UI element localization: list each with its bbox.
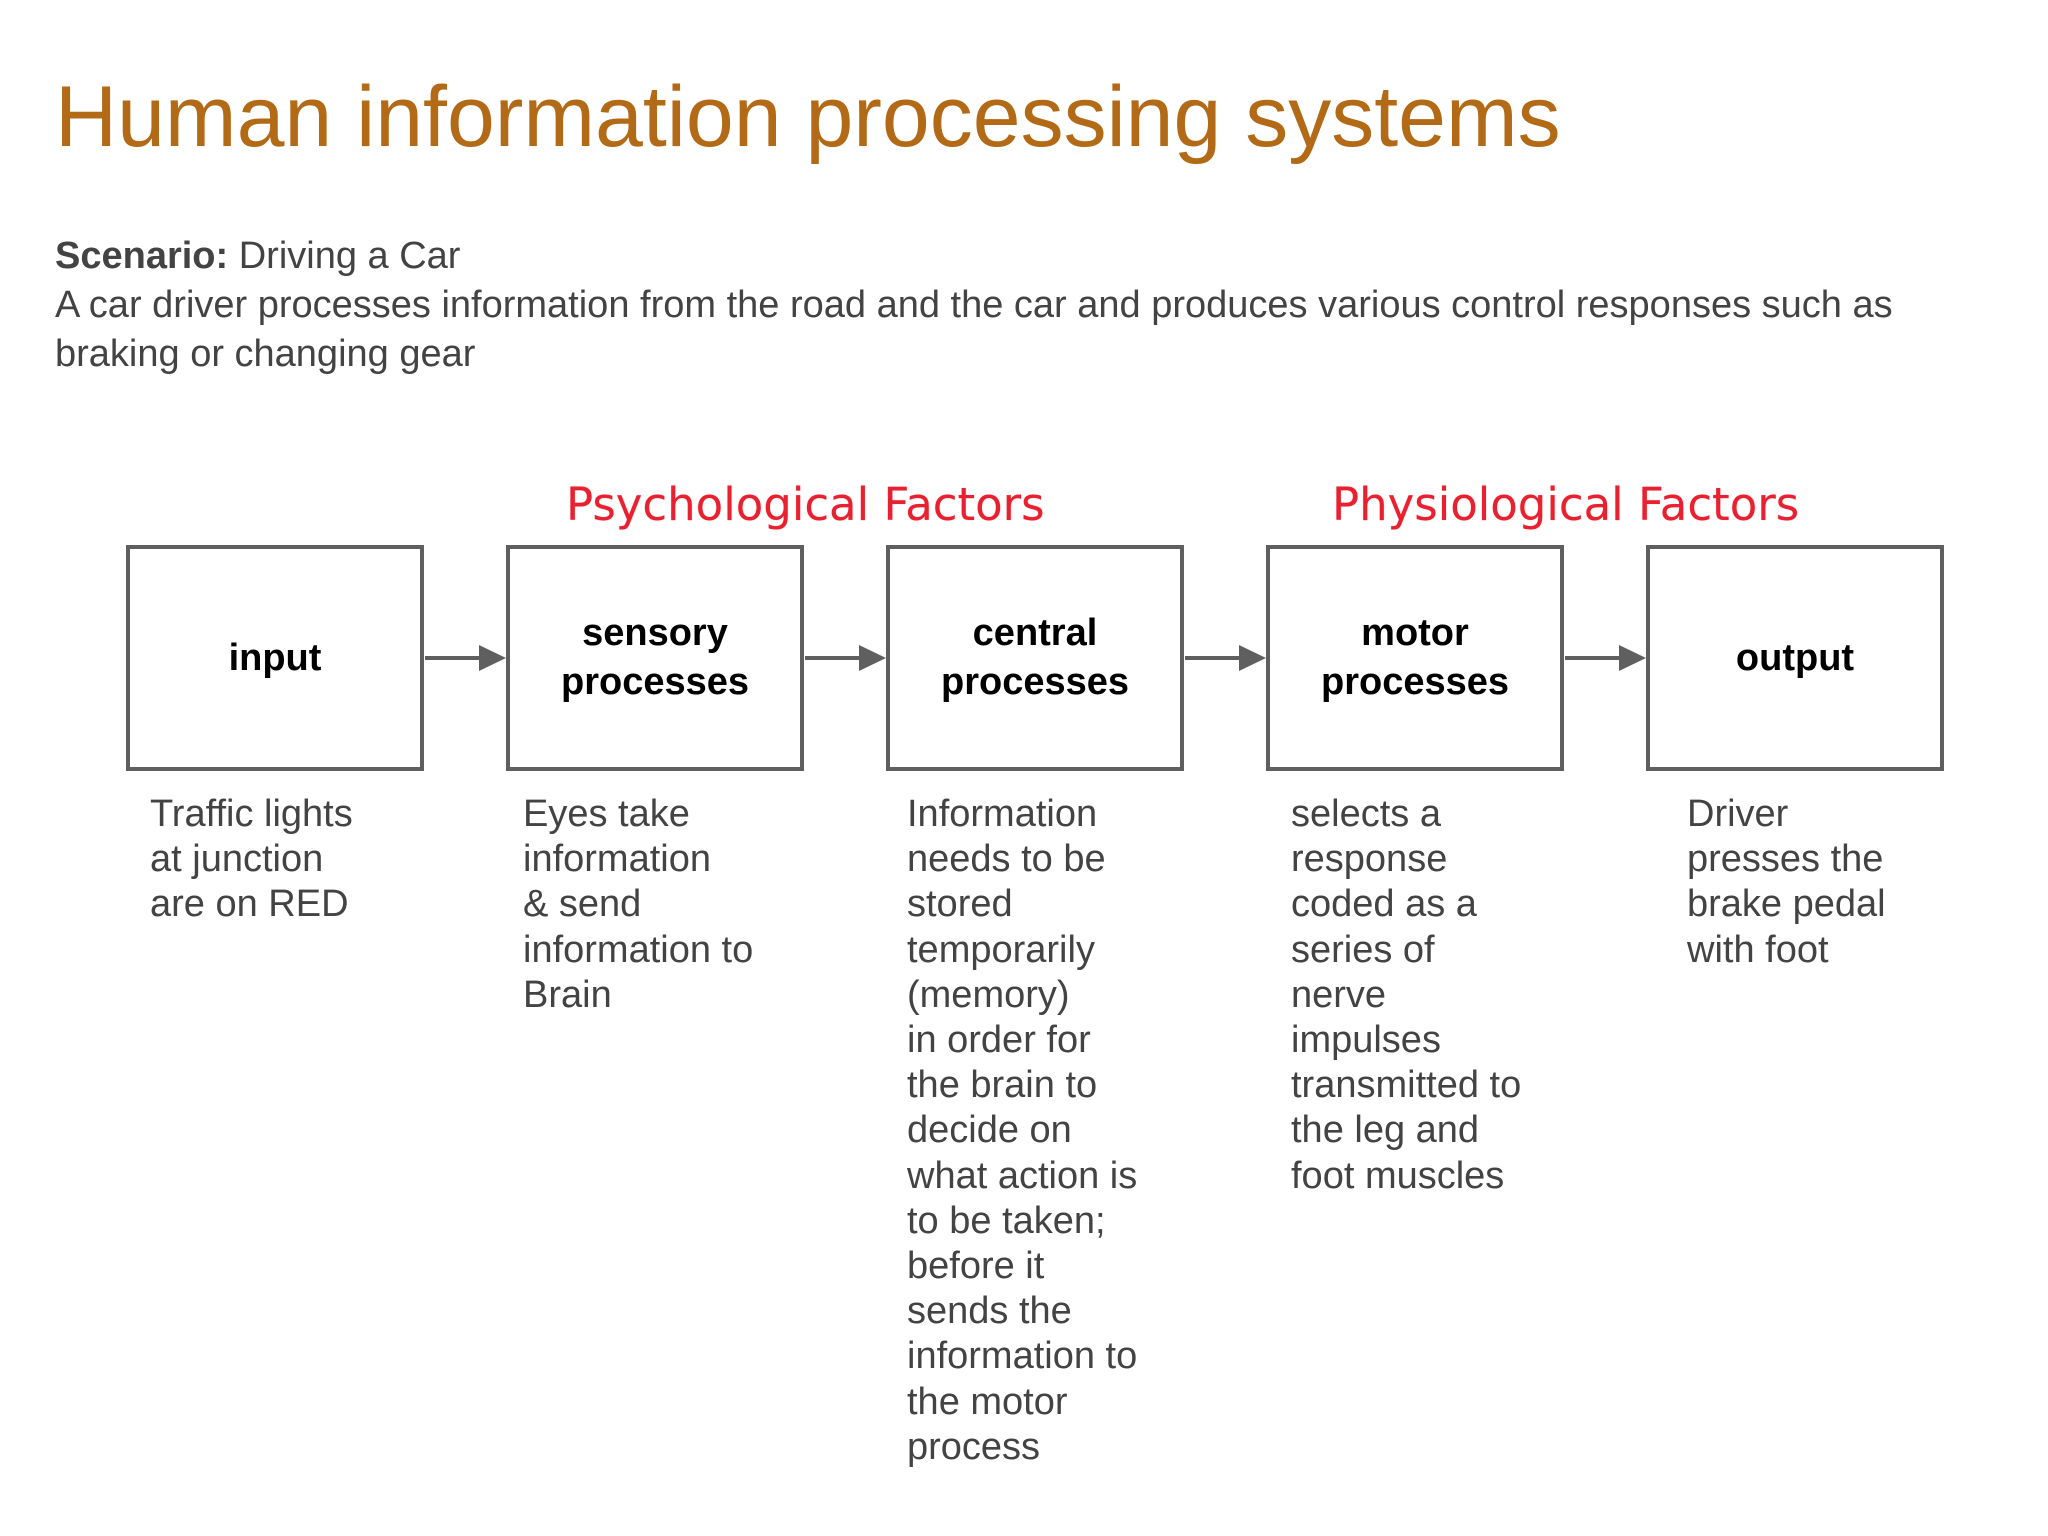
stage-description-motor-processes: selects a response coded as a series of …: [1291, 793, 1522, 1197]
scenario-label: Scenario:: [55, 235, 229, 277]
stage-description-central-processes: Information needs to be stored temporari…: [907, 793, 1138, 1468]
scenario: Scenario: Driving a Car A car driver pro…: [55, 232, 2005, 379]
stage-description-sensory-processes: Eyes take information & send information…: [523, 793, 754, 1016]
stage-box-sensory-processes: sensory processes: [506, 545, 804, 771]
stage-box-central-processes: central processes: [886, 545, 1184, 771]
stage-label-sensory-processes: sensory processes: [560, 612, 749, 703]
stage-box-output: output: [1646, 545, 1944, 771]
arrow-central-to-motor: [1185, 645, 1266, 671]
stage-label-central-processes: central processes: [940, 612, 1129, 703]
stage-label-motor-processes: motor processes: [1320, 612, 1509, 703]
arrow-input-to-sensory: [425, 645, 506, 671]
arrow-motor-to-output: [1565, 645, 1646, 671]
stage-box-input: input: [126, 545, 424, 771]
stage-description-output: Driver presses the brake pedal with foot: [1687, 793, 1886, 971]
stage-label-input: input: [228, 636, 322, 679]
stage-label-output: output: [1735, 636, 1855, 679]
slide-title: Human information processing systems: [55, 69, 1561, 165]
scenario-description: A car driver processes information from …: [55, 284, 1893, 375]
physiological-factors-label: Physiological Factors: [1332, 478, 1800, 531]
scenario-name: Driving a Car: [238, 235, 461, 277]
scenario-heading: Scenario: Driving a Car: [55, 232, 2005, 281]
stage-description-input: Traffic lights at junction are on RED: [150, 793, 353, 926]
arrow-sensory-to-central: [805, 645, 886, 671]
psychological-factors-label: Psychological Factors: [566, 478, 1045, 531]
stage-box-motor-processes: motor processes: [1266, 545, 1564, 771]
